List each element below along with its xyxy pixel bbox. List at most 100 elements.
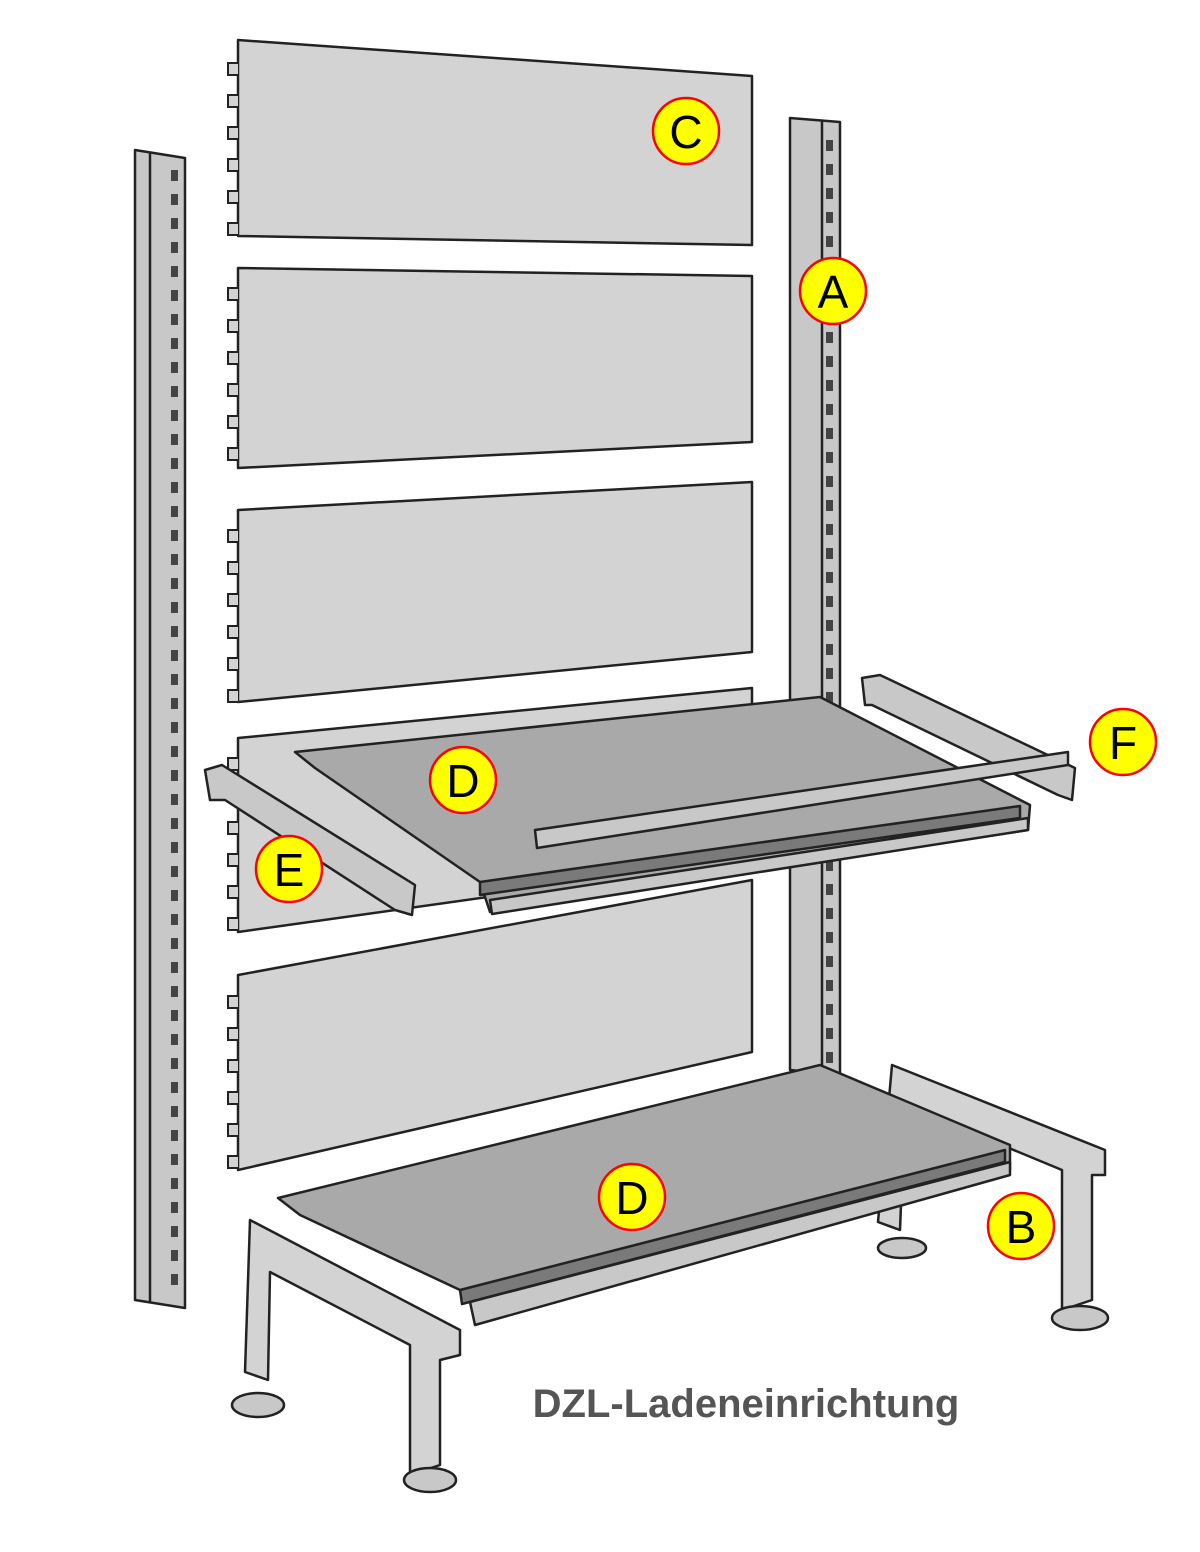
upright-slot bbox=[171, 218, 178, 229]
upright-slot bbox=[826, 596, 833, 607]
panel-hook bbox=[227, 995, 238, 1009]
upright-slot bbox=[171, 338, 178, 349]
upright-slot bbox=[171, 1226, 178, 1237]
panel-hook bbox=[227, 1027, 238, 1041]
upright-slot bbox=[171, 530, 178, 541]
marker-d-upper: D bbox=[428, 745, 498, 815]
upright-slot bbox=[171, 698, 178, 709]
panel-hook bbox=[227, 383, 238, 397]
panel-hook bbox=[227, 222, 238, 236]
upright-slot bbox=[826, 212, 833, 223]
upright-slot bbox=[171, 482, 178, 493]
left-upright bbox=[133, 148, 187, 1310]
svg-text:E: E bbox=[274, 844, 305, 896]
lower-shelf-assembly bbox=[230, 1063, 1110, 1494]
upright-slot bbox=[171, 914, 178, 925]
panel-hook bbox=[227, 657, 238, 671]
panel-hook bbox=[227, 1091, 238, 1105]
upright-slot bbox=[826, 476, 833, 487]
upright-slot bbox=[826, 644, 833, 655]
upright-slot bbox=[826, 620, 833, 631]
upright-slot bbox=[171, 650, 178, 661]
upright-slot bbox=[171, 794, 178, 805]
upright-slot bbox=[171, 410, 178, 421]
svg-text:D: D bbox=[446, 755, 479, 807]
upright-slot bbox=[171, 194, 178, 205]
panel-hook bbox=[227, 126, 238, 140]
upright-slot bbox=[826, 692, 833, 703]
panel-hook bbox=[227, 529, 238, 543]
upright-slot bbox=[826, 1004, 833, 1015]
upright-slot bbox=[826, 236, 833, 247]
upright-slot bbox=[826, 1028, 833, 1039]
panel-hook bbox=[227, 853, 238, 867]
panel-hook bbox=[227, 625, 238, 639]
upright-slot bbox=[826, 980, 833, 991]
upright-slot bbox=[826, 908, 833, 919]
panel-hook bbox=[227, 917, 238, 931]
upright-slot bbox=[171, 890, 178, 901]
upright-slot bbox=[171, 770, 178, 781]
upright-slot bbox=[171, 170, 178, 181]
upright-slot bbox=[171, 314, 178, 325]
upright-slot bbox=[171, 1178, 178, 1189]
upright-slot bbox=[826, 956, 833, 967]
upright-slot bbox=[171, 434, 178, 445]
marker-e: E bbox=[254, 834, 324, 904]
upright-slot bbox=[826, 332, 833, 343]
panel-hook bbox=[227, 62, 238, 76]
back-panel-2 bbox=[236, 266, 754, 470]
upright-slot bbox=[171, 1274, 178, 1285]
upright-slot bbox=[171, 362, 178, 373]
upright-slot bbox=[171, 1034, 178, 1045]
upright-slot bbox=[171, 458, 178, 469]
panel-hook bbox=[227, 757, 238, 771]
shelf-divider-rail bbox=[533, 750, 1070, 850]
panel-hook bbox=[227, 593, 238, 607]
base-foot-left-pad bbox=[402, 1466, 458, 1494]
upright-slot bbox=[171, 1010, 178, 1021]
base-foot-right-pad bbox=[1050, 1304, 1110, 1332]
upright-slot bbox=[171, 842, 178, 853]
upright-slot bbox=[826, 500, 833, 511]
upright-slot bbox=[171, 554, 178, 565]
upright-slot bbox=[171, 626, 178, 637]
svg-text:F: F bbox=[1109, 717, 1137, 769]
upright-slot bbox=[171, 1082, 178, 1093]
upright-slot bbox=[826, 452, 833, 463]
upright-slot bbox=[171, 1058, 178, 1069]
upright-slot bbox=[171, 1154, 178, 1165]
panel-hook bbox=[227, 689, 238, 703]
upright-slot bbox=[171, 1250, 178, 1261]
marker-f: F bbox=[1088, 707, 1158, 777]
upright-slot bbox=[826, 572, 833, 583]
panel-hook bbox=[227, 885, 238, 899]
upright-slot bbox=[171, 242, 178, 253]
panel-hook bbox=[227, 287, 238, 301]
upright-slot bbox=[171, 866, 178, 877]
panel-hook bbox=[227, 351, 238, 365]
upright-slot bbox=[171, 722, 178, 733]
panel-hook bbox=[227, 158, 238, 172]
marker-b: B bbox=[986, 1191, 1056, 1261]
upright-slot bbox=[171, 266, 178, 277]
panel-hook bbox=[227, 447, 238, 461]
upright-slot bbox=[171, 674, 178, 685]
upright-slot bbox=[171, 1130, 178, 1141]
marker-d-lower: D bbox=[597, 1162, 667, 1232]
upright-slot bbox=[171, 1106, 178, 1117]
upright-slot bbox=[826, 668, 833, 679]
back-panels bbox=[227, 38, 754, 1172]
svg-text:D: D bbox=[615, 1172, 648, 1224]
svg-text:A: A bbox=[818, 266, 849, 318]
upright-slot bbox=[826, 188, 833, 199]
upright-slot bbox=[826, 884, 833, 895]
upright-slot bbox=[171, 986, 178, 997]
bracket-left bbox=[203, 763, 417, 917]
panel-hook bbox=[227, 561, 238, 575]
upright-slot bbox=[826, 860, 833, 871]
upright-slot bbox=[826, 1052, 833, 1063]
panel-hook bbox=[227, 821, 238, 835]
panel-hook bbox=[227, 415, 238, 429]
